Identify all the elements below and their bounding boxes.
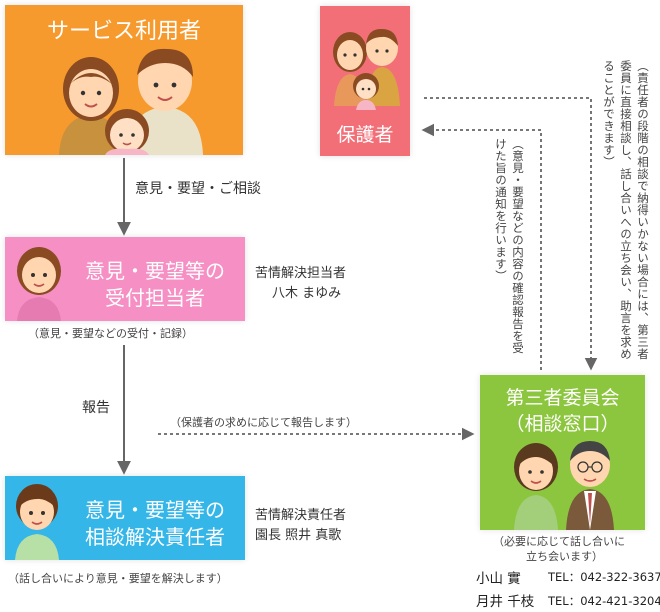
node-reception-title-line1: 意見・要望等の [85, 259, 225, 283]
node-resolution: 意見・要望等の 相談解決責任者 [5, 476, 245, 560]
edge-label-user-to-reception: 意見・要望・ご相談 [135, 181, 261, 197]
edge-label-resolution-to-committee: （保護者の求めに応じて報告します） [170, 416, 357, 429]
node-committee-title-line2: （相談窓口） [505, 413, 620, 435]
node-user-title: サービス利用者 [46, 19, 201, 44]
reception-note: （意見・要望などの受付・記録） [28, 327, 193, 340]
committee-member-name: 月井 千枝 [476, 594, 535, 610]
reception-role: 苦情解決担当者 [255, 266, 347, 281]
guardian-illustration [333, 28, 400, 110]
committee-illustration [514, 441, 614, 530]
node-resolution-title-line2: 相談解決責任者 [85, 525, 225, 549]
node-user: サービス利用者 [5, 5, 243, 155]
node-reception-title-line2: 受付担当者 [105, 286, 205, 310]
node-committee-title-line1: 第三者委員会 [505, 387, 620, 409]
arrow-committee-to-guardian [421, 123, 542, 370]
resolution-note: （話し合いにより意見・要望を解決します） [8, 572, 228, 585]
committee-member-name: 小山 實 [476, 571, 521, 587]
node-committee: 第三者委員会 （相談窓口） [480, 375, 645, 530]
committee-note-line2: 立ち会います） [526, 550, 603, 563]
resolution-person: 園長 照井 真歌 [255, 528, 342, 543]
family-illustration [59, 48, 203, 155]
resolution-role: 苦情解決責任者 [255, 508, 347, 523]
node-guardian-title: 保護者 [336, 124, 394, 146]
node-reception: 意見・要望等の 受付担当者 [5, 237, 245, 321]
committee-member-tel: TEL：042-322-3637 [548, 570, 660, 584]
committee-member-tel: TEL：042-421-3204 [548, 594, 660, 608]
resolver-avatar [15, 484, 59, 560]
edge-label-committee-to-guardian: （意見・要望などの内容の確認報告を受けた旨の通知を行います） [494, 138, 525, 354]
arrow-guardian-to-committee [424, 97, 598, 371]
reception-person: 八木 まゆみ [272, 286, 342, 301]
node-resolution-title-line1: 意見・要望等の [85, 498, 225, 522]
edge-label-guardian-to-committee: （責任者の段階の相談で納得いかない場合には、第三者委員に直接相談し、話し合いへの… [602, 60, 650, 360]
node-guardian: 保護者 [320, 6, 410, 156]
committee-note-line1: （必要に応じて話し合いに [493, 535, 625, 548]
edge-label-reception-to-resolution: 報告 [82, 400, 110, 416]
receptionist-avatar [17, 247, 61, 321]
